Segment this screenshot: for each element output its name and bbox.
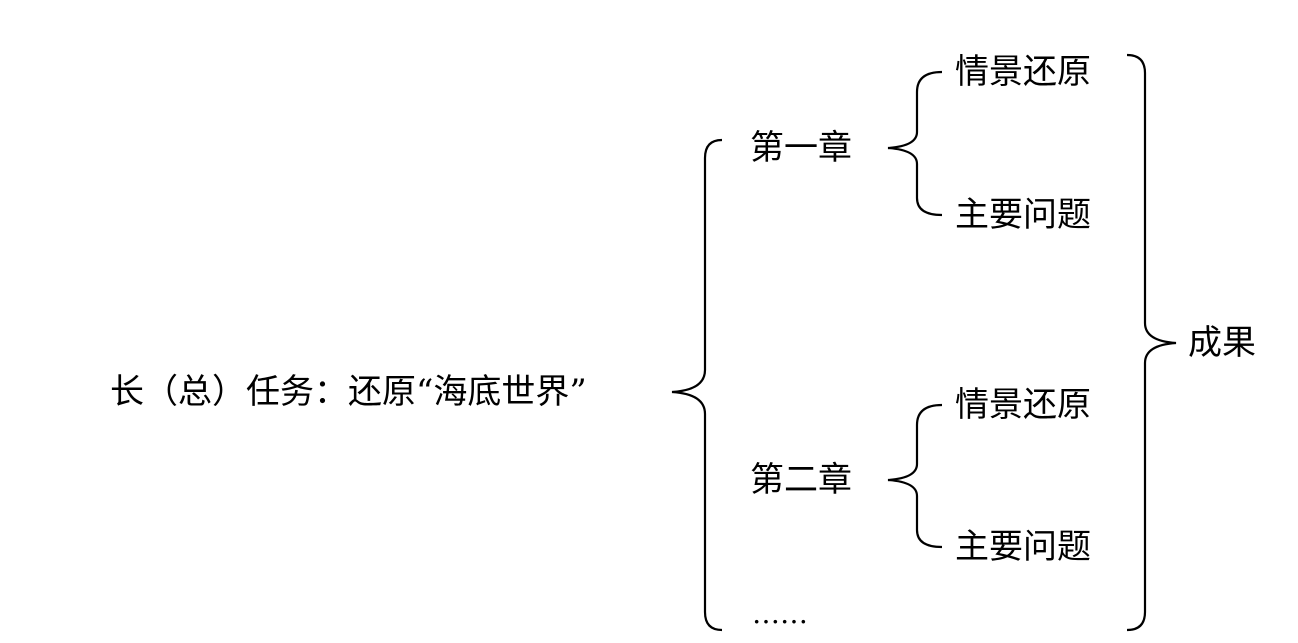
chapter-2-item-1: 情景还原: [955, 385, 1091, 425]
chapter2-brace: [887, 403, 943, 549]
more-chapters-ellipsis: ……: [752, 597, 808, 630]
result-brace: [1126, 53, 1177, 632]
chapter-1-label: 第一章: [750, 128, 852, 168]
chapter-2-label: 第二章: [750, 460, 852, 500]
chapter1-brace: [887, 70, 943, 217]
chapter-1-item-2: 主要问题: [955, 195, 1091, 235]
root-task-label: 长（总）任务：还原“海底世界”: [110, 372, 587, 412]
chapter-1-item-1: 情景还原: [955, 52, 1091, 92]
root-brace: [671, 138, 723, 632]
result-label: 成果: [1188, 323, 1256, 363]
chapter-2-item-2: 主要问题: [955, 527, 1091, 567]
